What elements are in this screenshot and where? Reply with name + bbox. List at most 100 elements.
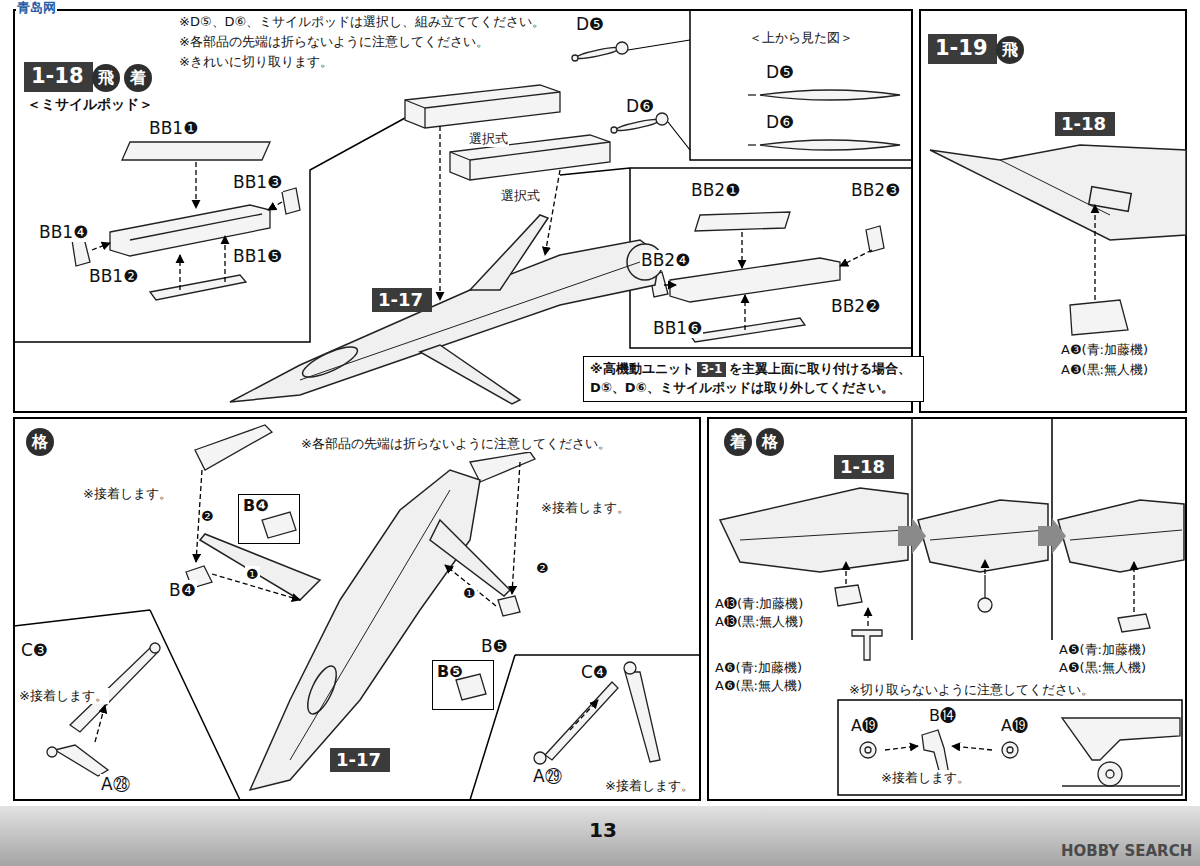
aircraft-drawing <box>930 530 1045 540</box>
assembly-arrow <box>845 562 846 584</box>
part-drawing <box>425 92 560 108</box>
part-drawing <box>282 188 300 214</box>
part-label: A❻(黒:無人機) <box>714 678 803 694</box>
part-drawing <box>624 662 636 674</box>
step-arrow <box>898 518 1066 554</box>
panel-frame <box>912 418 1052 640</box>
part-drawing <box>122 142 270 160</box>
panel-frame <box>628 40 690 150</box>
assembly-arrow <box>885 746 918 750</box>
assembly-arrow <box>744 295 745 330</box>
part-label: D❺ <box>765 62 795 82</box>
aircraft-drawing <box>420 345 520 404</box>
note-text: ※接着します。 <box>18 688 109 704</box>
assembly-arrow <box>445 565 496 606</box>
aircraft-drawing <box>1058 500 1184 572</box>
option-label: 選択式 <box>468 131 509 147</box>
node-text: 1-18 <box>31 64 86 89</box>
note-text: ※各部品の先端は折らないように注意してください。 <box>178 34 490 50</box>
node-text: 着 <box>130 70 146 86</box>
detail-inset: B❺ <box>432 660 494 710</box>
assembly-arrow <box>570 700 598 730</box>
node-text: 1-17 <box>378 289 426 311</box>
part-drawing <box>1062 718 1180 760</box>
assembly-arrow <box>512 462 520 594</box>
mode-icon: 格 <box>26 428 54 456</box>
order-number: ❷ <box>535 560 550 577</box>
reference-step: 1-18 <box>1055 112 1115 136</box>
part-label: C❸ <box>20 640 49 660</box>
part-drawing <box>760 140 900 150</box>
part-drawing <box>47 747 57 757</box>
part-drawing <box>130 214 262 240</box>
part-drawing <box>835 585 862 606</box>
part-label: BB2❸ <box>850 180 901 200</box>
part-label: A❻(青:加藤機) <box>714 660 803 676</box>
option-label: 選択式 <box>500 188 541 204</box>
part-drawing <box>470 452 535 482</box>
aircraft-drawing <box>302 662 342 718</box>
mode-icon: 飛 <box>92 64 120 92</box>
part-drawing <box>760 90 900 100</box>
part-drawing <box>984 575 985 598</box>
node-text: 飛 <box>1002 42 1018 58</box>
part-drawing <box>405 85 560 128</box>
part-label: BB2❶ <box>690 180 741 200</box>
part-drawing <box>572 55 578 61</box>
part-label: A㉙ <box>532 766 563 786</box>
part-label: A❺(黒:無人機) <box>1058 660 1147 676</box>
part-drawing <box>1070 300 1128 335</box>
part-label: A⓳ <box>1000 716 1029 735</box>
note-text: ※接着します。 <box>540 500 631 516</box>
part-label: A⓭(青:加藤機) <box>714 596 804 612</box>
part-drawing <box>695 212 790 231</box>
panel-frame <box>838 700 1182 795</box>
part-label: BB1❹ <box>38 222 89 242</box>
node-text: 格 <box>32 434 48 450</box>
assembly-arrow <box>741 232 742 268</box>
part-drawing <box>450 152 470 160</box>
order-number: ❶ <box>462 585 477 602</box>
reference-step: 1-18 <box>834 455 894 479</box>
node-text: 格 <box>762 434 778 450</box>
note-text: ※各部品の先端は折らないように注意してください。 <box>300 436 612 452</box>
part-drawing <box>424 108 425 128</box>
reference-step: 1-17 <box>330 748 390 772</box>
aircraft-drawing <box>290 490 450 760</box>
part-drawing <box>1118 614 1150 632</box>
step-number: 1-19 <box>928 34 997 64</box>
assembly-arrow <box>984 560 985 574</box>
part-label: B❹ <box>168 580 197 600</box>
panel-frame <box>14 418 700 800</box>
part-label: D❻ <box>625 96 655 116</box>
reference-step: 1-17 <box>372 288 432 312</box>
footer-band <box>0 806 1200 866</box>
node-text: 飛 <box>98 70 114 86</box>
note-text: ※D⑤、D⑥、ミサイルポッドは選択し、組み立ててください。 <box>178 14 546 30</box>
part-drawing <box>1106 770 1114 778</box>
part-label: BB1❺ <box>232 246 283 266</box>
part-label: A❸(青:加藤機) <box>1060 342 1149 358</box>
part-drawing <box>262 512 296 538</box>
note-text: ※接着します。 <box>880 770 971 786</box>
part-drawing <box>611 127 617 133</box>
part-label: A❺(青:加藤機) <box>1058 642 1147 658</box>
node-text: D⑤、D⑥、ミサイルポッドは取り外してください。 <box>590 379 917 398</box>
panel-frame <box>14 10 1186 800</box>
part-drawing <box>195 425 272 470</box>
part-drawing <box>748 144 756 145</box>
assembly-arrow <box>195 162 196 208</box>
part-drawing <box>55 745 108 776</box>
part-label: BB1❻ <box>652 318 703 338</box>
part-drawing <box>1098 762 1122 786</box>
part-drawing <box>576 45 620 60</box>
part-label: A⓭(黒:無人機) <box>714 614 804 630</box>
node-text: 1-18 <box>840 456 888 478</box>
node-text: 1-19 <box>935 36 990 61</box>
assembly-arrow <box>92 126 1134 750</box>
assembly-arrow <box>1094 205 1095 300</box>
aircraft-drawing <box>470 215 548 290</box>
node-text: B❺ <box>437 662 489 681</box>
